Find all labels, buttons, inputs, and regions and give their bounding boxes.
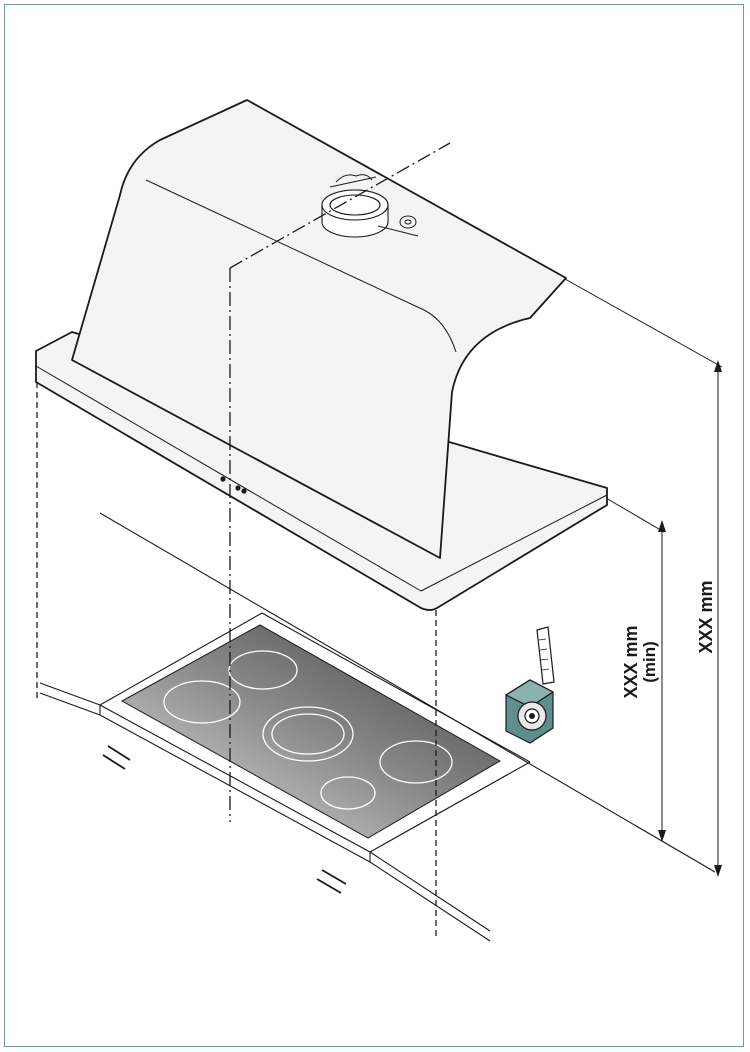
cooktop — [120, 624, 502, 839]
range-hood — [35, 99, 608, 611]
worktop — [39, 512, 716, 942]
dimension-label-total: XXX mm — [696, 580, 716, 653]
burner-5 — [320, 776, 376, 810]
control-buttons — [220, 476, 247, 494]
cut-mark-icon — [316, 869, 347, 894]
dimension-extension-lines — [564, 278, 723, 533]
dimension-label-min: XXX mm — [621, 625, 641, 698]
burner-2 — [163, 680, 241, 724]
burner-1 — [228, 650, 298, 690]
diagram-frame — [4, 4, 744, 1047]
burner-4 — [379, 740, 453, 784]
cut-mark-icon — [102, 745, 131, 770]
tape-measure-icon — [504, 626, 555, 744]
dimension-line-min — [658, 520, 666, 842]
exhaust-outlet — [321, 189, 389, 238]
dimension-line-total — [714, 360, 722, 877]
projection-lines — [36, 142, 451, 940]
mounting-clip-icon — [329, 174, 419, 237]
burner-3 — [262, 706, 354, 762]
dimension-label-min-qualifier: (min) — [640, 641, 659, 683]
